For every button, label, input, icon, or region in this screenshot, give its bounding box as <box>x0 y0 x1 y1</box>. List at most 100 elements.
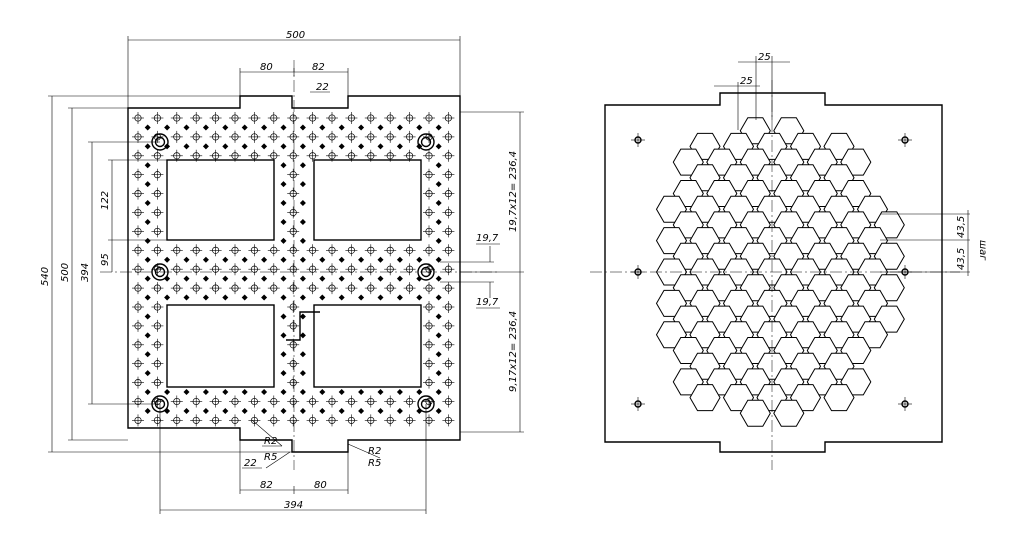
dim-width-total: 500 <box>286 30 305 41</box>
grid-hole <box>364 263 377 276</box>
grid-hole <box>267 130 280 143</box>
grid-diamond <box>144 370 151 377</box>
grid-diamond <box>319 143 326 150</box>
dim-bottom-notch-depth: 22 <box>244 458 257 469</box>
grid-hole <box>442 357 455 370</box>
grid-diamond <box>377 124 384 131</box>
grid-diamond <box>280 313 287 320</box>
grid-diamond <box>261 124 268 131</box>
grid-hole <box>132 376 144 389</box>
grid-diamond <box>202 275 209 282</box>
grid-hole <box>345 395 358 408</box>
grid-hole <box>423 357 435 370</box>
grid-hole <box>209 149 222 162</box>
grid-hole <box>345 149 358 162</box>
hex-grid <box>655 117 905 427</box>
grid-hole <box>267 149 280 162</box>
grid-diamond <box>202 256 209 263</box>
grid-hole <box>403 263 416 276</box>
grid-diamond <box>280 237 287 244</box>
grid-hole <box>306 395 319 408</box>
grid-hole <box>248 244 261 257</box>
grid-hole <box>132 225 144 238</box>
grid-hole <box>267 282 280 295</box>
grid-hole <box>423 282 435 295</box>
grid-diamond <box>435 313 442 320</box>
grid-hole <box>326 244 338 257</box>
dim-pitch-upper: 19,7x12= 236,4 <box>508 151 519 232</box>
grid-diamond <box>280 407 287 414</box>
grid-hole <box>442 263 455 276</box>
grid-diamond <box>144 200 151 207</box>
grid-hole <box>287 338 300 351</box>
grid-hole <box>384 244 397 257</box>
grid-hole <box>442 206 455 219</box>
grid-diamond <box>164 124 171 131</box>
grid-diamond <box>396 407 403 414</box>
grid-diamond <box>222 143 229 150</box>
dim-radius-large-left: R5 <box>264 452 277 463</box>
grid-diamond <box>358 256 365 263</box>
grid-hole <box>287 149 300 162</box>
window-bottom-left <box>166 304 275 388</box>
grid-hole <box>442 301 455 313</box>
grid-diamond <box>396 294 403 301</box>
grid-hole <box>423 376 435 389</box>
grid-diamond <box>299 407 306 414</box>
grid-diamond <box>358 143 365 150</box>
grid-diamond <box>299 313 306 320</box>
grid-hole <box>209 395 222 408</box>
grid-hole <box>170 414 183 427</box>
mount-hole <box>417 133 435 151</box>
grid-diamond <box>435 256 442 263</box>
window-bottom-right <box>313 304 422 388</box>
grid-hole <box>384 395 397 408</box>
grid-hole <box>442 338 455 351</box>
grid-hole <box>229 130 241 143</box>
grid-diamond <box>144 407 151 414</box>
grid-diamond <box>338 275 345 282</box>
grid-diamond <box>202 124 209 131</box>
grid-diamond <box>299 275 306 282</box>
grid-diamond <box>435 124 442 131</box>
grid-hole <box>151 187 164 200</box>
grid-hole <box>287 282 300 295</box>
grid-hole <box>229 112 241 124</box>
grid-hole <box>248 149 261 162</box>
grid-hole <box>267 263 280 276</box>
grid-hole <box>151 112 164 124</box>
dim-top-notch-depth: 22 <box>316 82 329 93</box>
dim-height-total: 540 <box>40 267 51 286</box>
grid-diamond <box>144 332 151 339</box>
grid-hole <box>423 225 435 238</box>
grid-diamond <box>435 200 442 207</box>
grid-hole <box>326 414 338 427</box>
grid-hole <box>287 414 300 427</box>
grid-diamond <box>183 407 190 414</box>
grid-diamond <box>396 256 403 263</box>
dim-hole-span-h: 394 <box>284 500 303 511</box>
grid-hole <box>345 244 358 257</box>
grid-hole <box>364 282 377 295</box>
grid-hole <box>364 395 377 408</box>
grid-hole <box>132 301 144 313</box>
grid-diamond <box>319 124 326 131</box>
grid-hole <box>190 282 203 295</box>
grid-diamond <box>435 143 442 150</box>
grid-hole <box>442 112 455 124</box>
grid-hole <box>248 130 261 143</box>
grid-diamond <box>435 407 442 414</box>
grid-diamond <box>280 256 287 263</box>
grid-hole <box>306 130 319 143</box>
window-top-right <box>313 159 422 241</box>
grid-diamond <box>144 294 151 301</box>
grid-diamond <box>435 332 442 339</box>
grid-diamond <box>261 389 268 396</box>
grid-diamond <box>222 407 229 414</box>
dim-hex-pitch-top: 25 <box>758 52 771 63</box>
grid-diamond <box>183 256 190 263</box>
grid-diamond <box>241 143 248 150</box>
grid-hole <box>403 149 416 162</box>
grid-hole <box>403 244 416 257</box>
grid-hole <box>442 187 455 200</box>
